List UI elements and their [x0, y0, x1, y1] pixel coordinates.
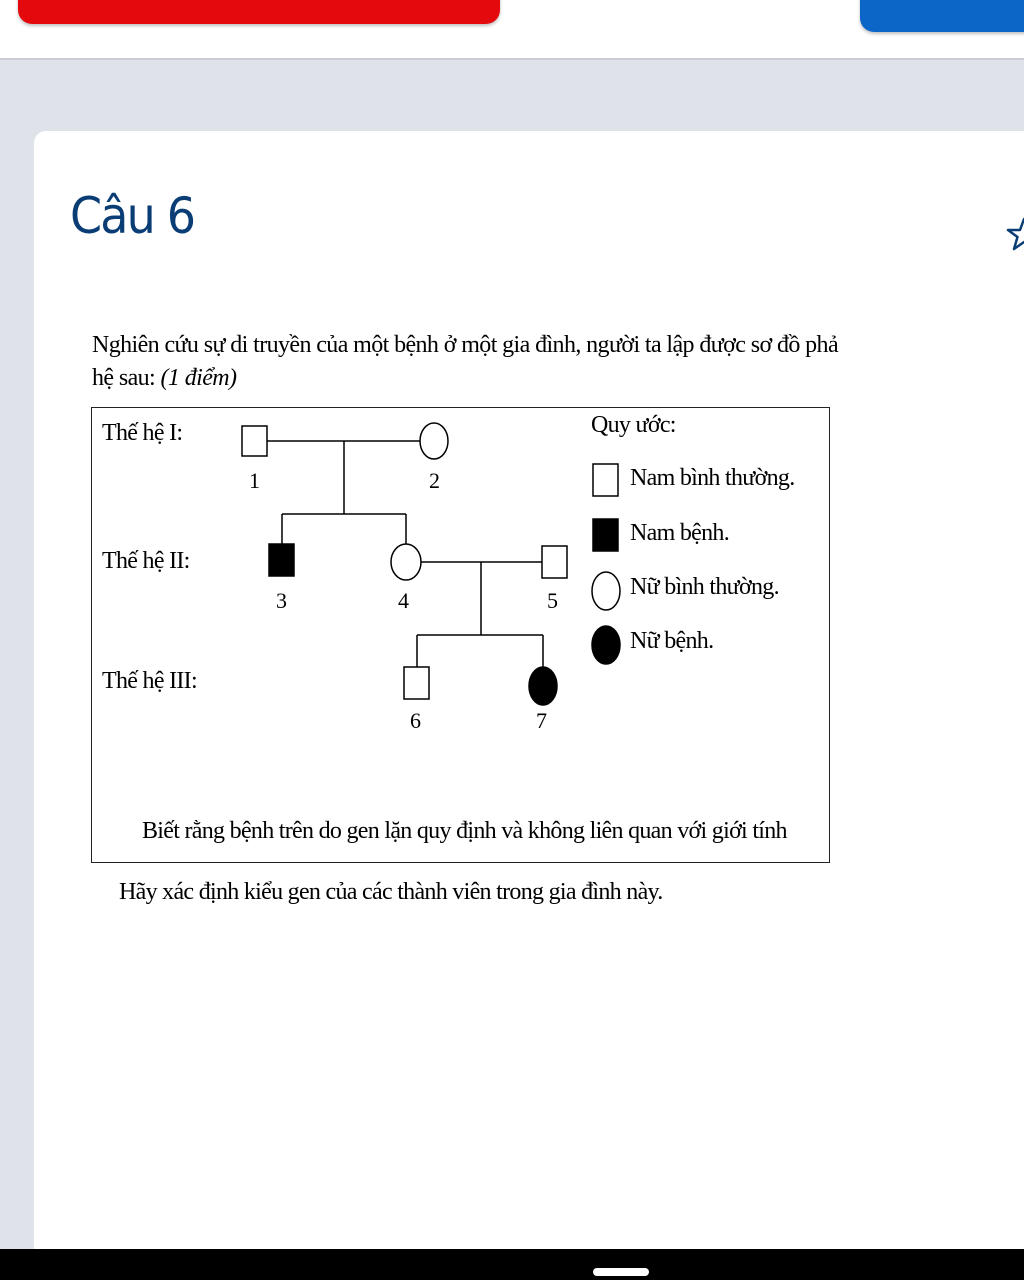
legend-female-affected-symbol	[591, 625, 621, 665]
generation-2-label: Thế hệ II:	[102, 548, 190, 574]
star-icon[interactable]	[1004, 213, 1024, 253]
generation-1-label: Thế hệ I:	[102, 420, 183, 446]
individual-5-male-normal	[541, 545, 568, 579]
individual-number-5: 5	[547, 588, 558, 613]
legend-title: Quy ước:	[591, 412, 676, 438]
pedigree-note: Biết rằng bệnh trên do gen lặn quy định …	[142, 818, 788, 844]
legend-male-affected-label: Nam bệnh.	[630, 520, 730, 546]
question-ask: Hãy xác định kiểu gen của các thành viên…	[119, 879, 663, 905]
generation-3-label: Thế hệ III:	[102, 668, 198, 694]
legend-female-affected-label: Nữ bệnh.	[630, 628, 714, 654]
legend-male-affected-symbol	[592, 518, 619, 552]
top-bar	[0, 0, 1024, 60]
home-gesture-bar[interactable]	[593, 1268, 649, 1276]
pedigree-figure: Thế hệ I: Thế hệ II: Thế hệ III: 1 2 3 4…	[91, 407, 830, 863]
individual-1-male-normal	[241, 425, 268, 457]
legend-male-normal-label: Nam bình thường.	[630, 465, 795, 491]
individual-3-male-affected	[268, 543, 295, 577]
individual-number-1: 1	[249, 468, 260, 493]
question-title: Câu 6	[70, 187, 196, 245]
pedigree-diagram	[241, 422, 621, 706]
red-action-button[interactable]	[18, 0, 500, 24]
individual-number-4: 4	[398, 588, 409, 613]
individual-number-7: 7	[536, 708, 547, 733]
legend-male-normal-symbol	[592, 463, 619, 497]
individual-2-female-normal	[419, 422, 449, 460]
individual-6-male-normal	[403, 666, 430, 700]
individual-4-female-normal	[390, 543, 422, 581]
individual-number-6: 6	[410, 708, 421, 733]
question-points: (1 điểm)	[160, 365, 237, 391]
legend-female-normal-symbol	[591, 571, 621, 611]
system-navigation-bar	[0, 1249, 1024, 1280]
question-text: Nghiên cứu sự di truyền của một bệnh ở m…	[92, 329, 852, 395]
individual-number-3: 3	[276, 588, 287, 613]
question-body: Nghiên cứu sự di truyền của một bệnh ở m…	[92, 332, 839, 391]
question-card: Câu 6 Nghiên cứu sự di truyền của một bệ…	[34, 131, 1024, 1249]
blue-action-button[interactable]	[860, 0, 1024, 32]
individual-7-female-affected	[528, 666, 558, 706]
individual-number-2: 2	[429, 468, 440, 493]
legend-female-normal-label: Nữ bình thường.	[630, 574, 780, 600]
